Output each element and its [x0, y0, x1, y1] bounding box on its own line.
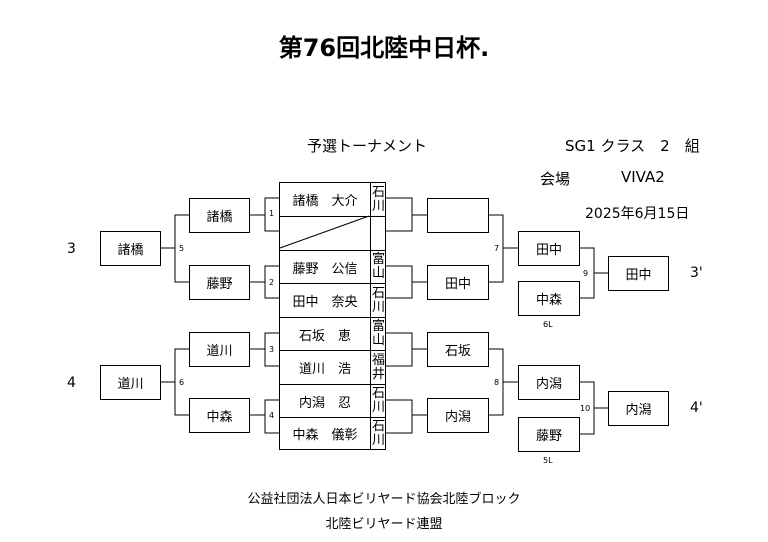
venue-label: 会場	[540, 170, 571, 188]
right-round2-box: 藤野	[518, 417, 580, 452]
subtitle: 予選トーナメント	[307, 137, 428, 155]
center-table: 諸橋 大介 石川 藤野 公信 富山 田中 奈央 石川 石坂 恵 富山 道川 浩 …	[279, 182, 386, 450]
player-pref: 富山	[371, 319, 385, 348]
footer-line2: 北陸ビリヤード連盟	[325, 517, 443, 532]
seed-label: 3	[67, 241, 76, 257]
player-pref: 石川	[371, 386, 385, 415]
player-pref: 富山	[371, 252, 385, 281]
match-number: 10	[580, 404, 591, 413]
match-number: 6	[179, 378, 185, 387]
right-round1-box: 内潟	[427, 398, 489, 433]
left-round1-box: 道川	[189, 332, 250, 367]
right-final-box: 内潟	[608, 391, 669, 426]
match-number: 4	[269, 411, 275, 420]
loser-note: 6L	[543, 320, 553, 329]
match-number: 9	[583, 269, 589, 278]
player-pref: 石川	[371, 285, 385, 315]
left-round1-box: 中森	[189, 398, 250, 433]
player-pref: 福井	[371, 352, 385, 382]
match-number: 8	[494, 378, 500, 387]
left-round1-box: 藤野	[189, 265, 250, 300]
player-pref: 石川	[371, 184, 385, 214]
left-round1-box: 諸橋	[189, 198, 250, 233]
match-number: 2	[269, 278, 275, 287]
left-final-box: 道川	[100, 365, 161, 400]
right-round1-box-empty	[427, 198, 489, 233]
player-name: 内潟 忍	[298, 395, 351, 411]
player-name: 中森 儀彰	[292, 428, 358, 443]
player-name: 石坂 恵	[298, 328, 351, 344]
right-final-box: 田中	[608, 256, 669, 291]
right-round1-box: 石坂	[427, 332, 489, 367]
venue: VIVA2	[621, 168, 665, 186]
right-round1-box: 田中	[427, 265, 489, 300]
match-number: 7	[494, 244, 500, 253]
seed-label: 4	[67, 375, 76, 391]
page-title: 第76回北陸中日杯.	[278, 34, 490, 62]
seed-label: 4'	[690, 400, 703, 416]
player-name: 田中 奈央	[292, 295, 358, 310]
right-round2-box: 内潟	[518, 365, 580, 400]
footer-line1: 公益社団法人日本ビリヤード協会北陸ブロック	[247, 492, 521, 507]
player-name: 道川 浩	[298, 362, 351, 377]
right-round2-box: 田中	[518, 231, 580, 266]
player-name: 藤野 公信	[292, 261, 358, 277]
right-round2-box: 中森	[518, 281, 580, 316]
player-pref: 石川	[371, 418, 385, 448]
left-final-box: 諸橋	[100, 231, 161, 266]
match-number: 3	[269, 345, 275, 354]
seed-label: 3'	[690, 265, 703, 281]
match-number: 1	[269, 209, 275, 218]
player-name: 諸橋 大介	[292, 194, 358, 209]
loser-note: 5L	[543, 456, 553, 465]
date: 2025年6月15日	[585, 206, 690, 222]
match-number: 5	[179, 244, 185, 253]
class-label: SG1 クラス 2 組	[565, 137, 700, 155]
